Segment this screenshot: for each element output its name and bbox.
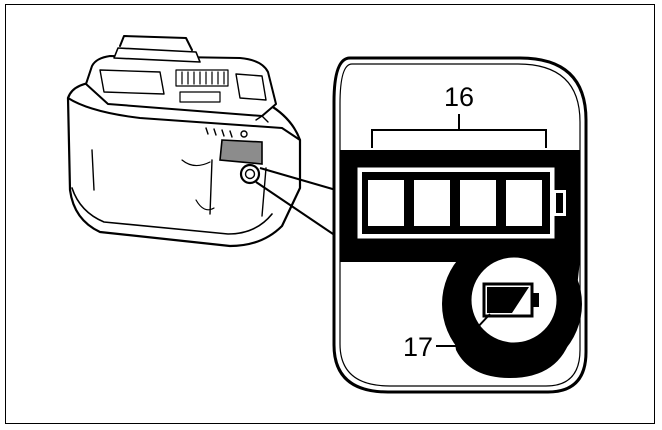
label-check-button: 17 (403, 332, 433, 362)
indicator-lamp (368, 180, 404, 226)
zoom-leader-lines (255, 167, 337, 237)
label-indicator-lamps: 16 (444, 82, 474, 112)
indicator-lamps (368, 180, 542, 226)
lamp-group-bracket (371, 114, 547, 148)
check-button-icon (468, 254, 560, 346)
pack-check-button (239, 163, 261, 185)
pack-indicator-window (219, 139, 263, 165)
indicator-lamp (414, 180, 450, 226)
check-button-leader (436, 313, 491, 347)
indicator-lamp (460, 180, 496, 226)
indicator-lamp (506, 180, 542, 226)
battery-pack (66, 35, 302, 248)
